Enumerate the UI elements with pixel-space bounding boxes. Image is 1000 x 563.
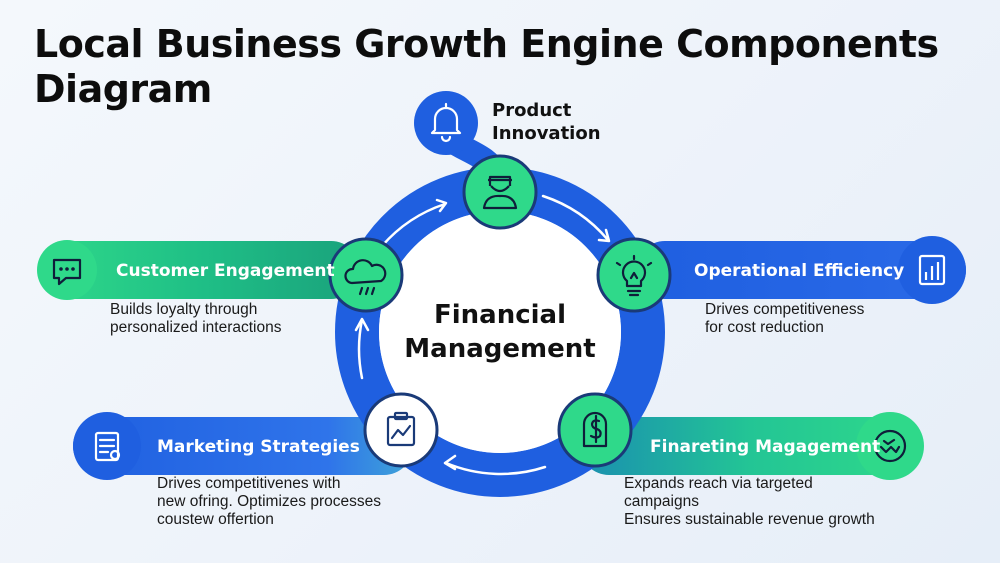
marketing-strategies-desc-3: coustew offertion: [157, 511, 274, 528]
operational-efficiency-label: Operational Efficiency: [694, 261, 905, 281]
clipboard-chart-icon: [386, 411, 416, 447]
finareting-magagement-desc-1: Expands reach via targeted: [624, 475, 813, 492]
finareting-magagement-badge: [856, 412, 924, 480]
marketing-strategies-desc-1: Drives competitivenes with: [157, 475, 341, 492]
center-label: Financial Management: [400, 298, 600, 366]
finareting-magagement-label: Finareting Magagement: [650, 437, 881, 457]
center-label-line2: Management: [404, 334, 596, 364]
operational-efficiency-desc-1: Drives competitiveness: [705, 301, 865, 318]
lightbulb-icon: [615, 254, 653, 297]
bar-customer-engagement: [40, 241, 360, 299]
arrowhead-top-right: [597, 228, 611, 243]
money-icon: [582, 411, 608, 448]
cloud-icon: [344, 259, 387, 296]
chat-icon: [52, 258, 82, 286]
arrow-top-right: [541, 194, 610, 242]
bar-finareting-magagement: [580, 417, 920, 475]
marketing-strategies-node[interactable]: [363, 392, 439, 468]
document-icon: [94, 431, 121, 462]
handshake-icon: [873, 429, 907, 463]
arrow-left: [357, 318, 364, 380]
ring-inner: [379, 211, 621, 453]
marketing-strategies-label: Marketing Strategies: [157, 437, 360, 457]
bar-chart-icon: [918, 254, 946, 286]
customer-engagement-node[interactable]: [328, 237, 404, 313]
arrow-bottom: [444, 461, 547, 476]
customer-engagement-label: Customer Engagement: [116, 261, 335, 281]
operational-efficiency-node[interactable]: [596, 237, 672, 313]
customer-engagement-desc-2: personalized interactions: [110, 319, 282, 336]
customer-engagement-badge: [37, 240, 97, 300]
bar-marketing-strategies: [73, 417, 413, 475]
arrowhead-left: [354, 317, 370, 332]
operational-efficiency-desc-2: for cost reduction: [705, 319, 824, 336]
center-label-line1: Financial: [433, 300, 567, 330]
arrowhead-top-left: [435, 198, 448, 213]
bar-operational-efficiency: [636, 241, 966, 299]
marketing-strategies-badge: [73, 412, 141, 480]
flow-arrows: [354, 194, 611, 476]
marketing-strategies-desc-2: new ofring. Optimizes processes: [157, 493, 381, 510]
arrow-top-left: [380, 202, 447, 248]
product-innovation-node[interactable]: [462, 154, 538, 230]
page-title: Local Business Growth Engine Components …: [34, 22, 939, 111]
arrowhead-bottom: [443, 454, 457, 471]
operational-efficiency-badge: [898, 236, 966, 304]
finareting-magagement-desc-3: Ensures sustainable revenue growth: [624, 511, 875, 528]
product-innovation-line2: Innovation: [492, 123, 601, 144]
product-innovation-bell-node[interactable]: [414, 91, 478, 155]
bell-icon: [430, 102, 462, 143]
product-innovation-label: Product Innovation: [492, 99, 601, 145]
finareting-magagement-desc-2: campaigns: [624, 493, 699, 510]
customer-engagement-desc-1: Builds loyalty through: [110, 301, 258, 318]
person-icon: [482, 175, 518, 210]
product-innovation-line1: Product: [492, 100, 572, 121]
finareting-magagement-node[interactable]: [557, 392, 633, 468]
